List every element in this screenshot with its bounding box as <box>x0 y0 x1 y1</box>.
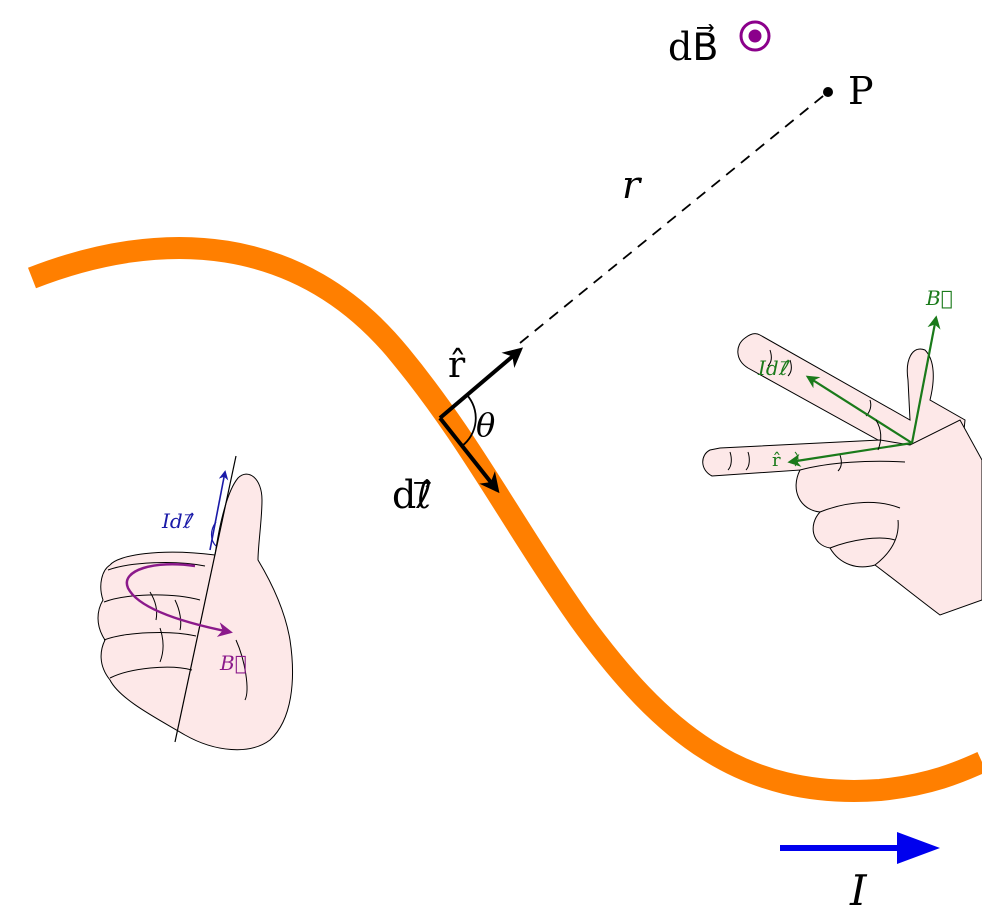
current-label-i: I <box>849 866 868 915</box>
right-b-label: B⃗ <box>925 286 953 310</box>
left-idl-label: Idℓ⃗ <box>161 509 194 533</box>
right-hand-vectors <box>787 315 941 467</box>
thumbs-up-right-hand-rule-icon <box>97 455 294 751</box>
element-label-dl: dℓ⃗ <box>392 473 432 517</box>
dl-vector <box>438 416 500 494</box>
right-angle-arc <box>875 419 882 451</box>
right-rhat-vector <box>787 441 913 467</box>
distance-line-r <box>519 91 829 344</box>
out-of-page-dot-circle-icon <box>739 20 771 52</box>
field-label-db: dB⃗ <box>668 24 718 69</box>
left-b-curl-arrow <box>125 563 233 637</box>
point-p-dot <box>823 87 833 97</box>
right-b-vector <box>910 315 941 444</box>
distance-label-r: r <box>622 163 643 207</box>
right-idl-vector <box>805 375 913 444</box>
left-b-label: B⃗ <box>219 651 247 675</box>
right-idl-label: Idℓ⃗ <box>757 356 790 380</box>
current-arrow-icon <box>780 832 940 864</box>
right-rhat-label: r̂ <box>772 450 781 471</box>
theta-arc <box>461 394 477 447</box>
current-wire <box>28 236 982 802</box>
rhat-vector <box>438 347 524 420</box>
left-idl-curl-icon <box>210 521 217 547</box>
three-finger-right-hand-rule-icon <box>702 333 982 616</box>
left-idl-vector <box>209 470 229 551</box>
right-small-arc <box>794 451 799 467</box>
point-label-p: P <box>848 69 874 113</box>
unit-vector-label-rhat: r̂ <box>448 345 466 386</box>
angle-label-theta: θ <box>476 406 495 444</box>
